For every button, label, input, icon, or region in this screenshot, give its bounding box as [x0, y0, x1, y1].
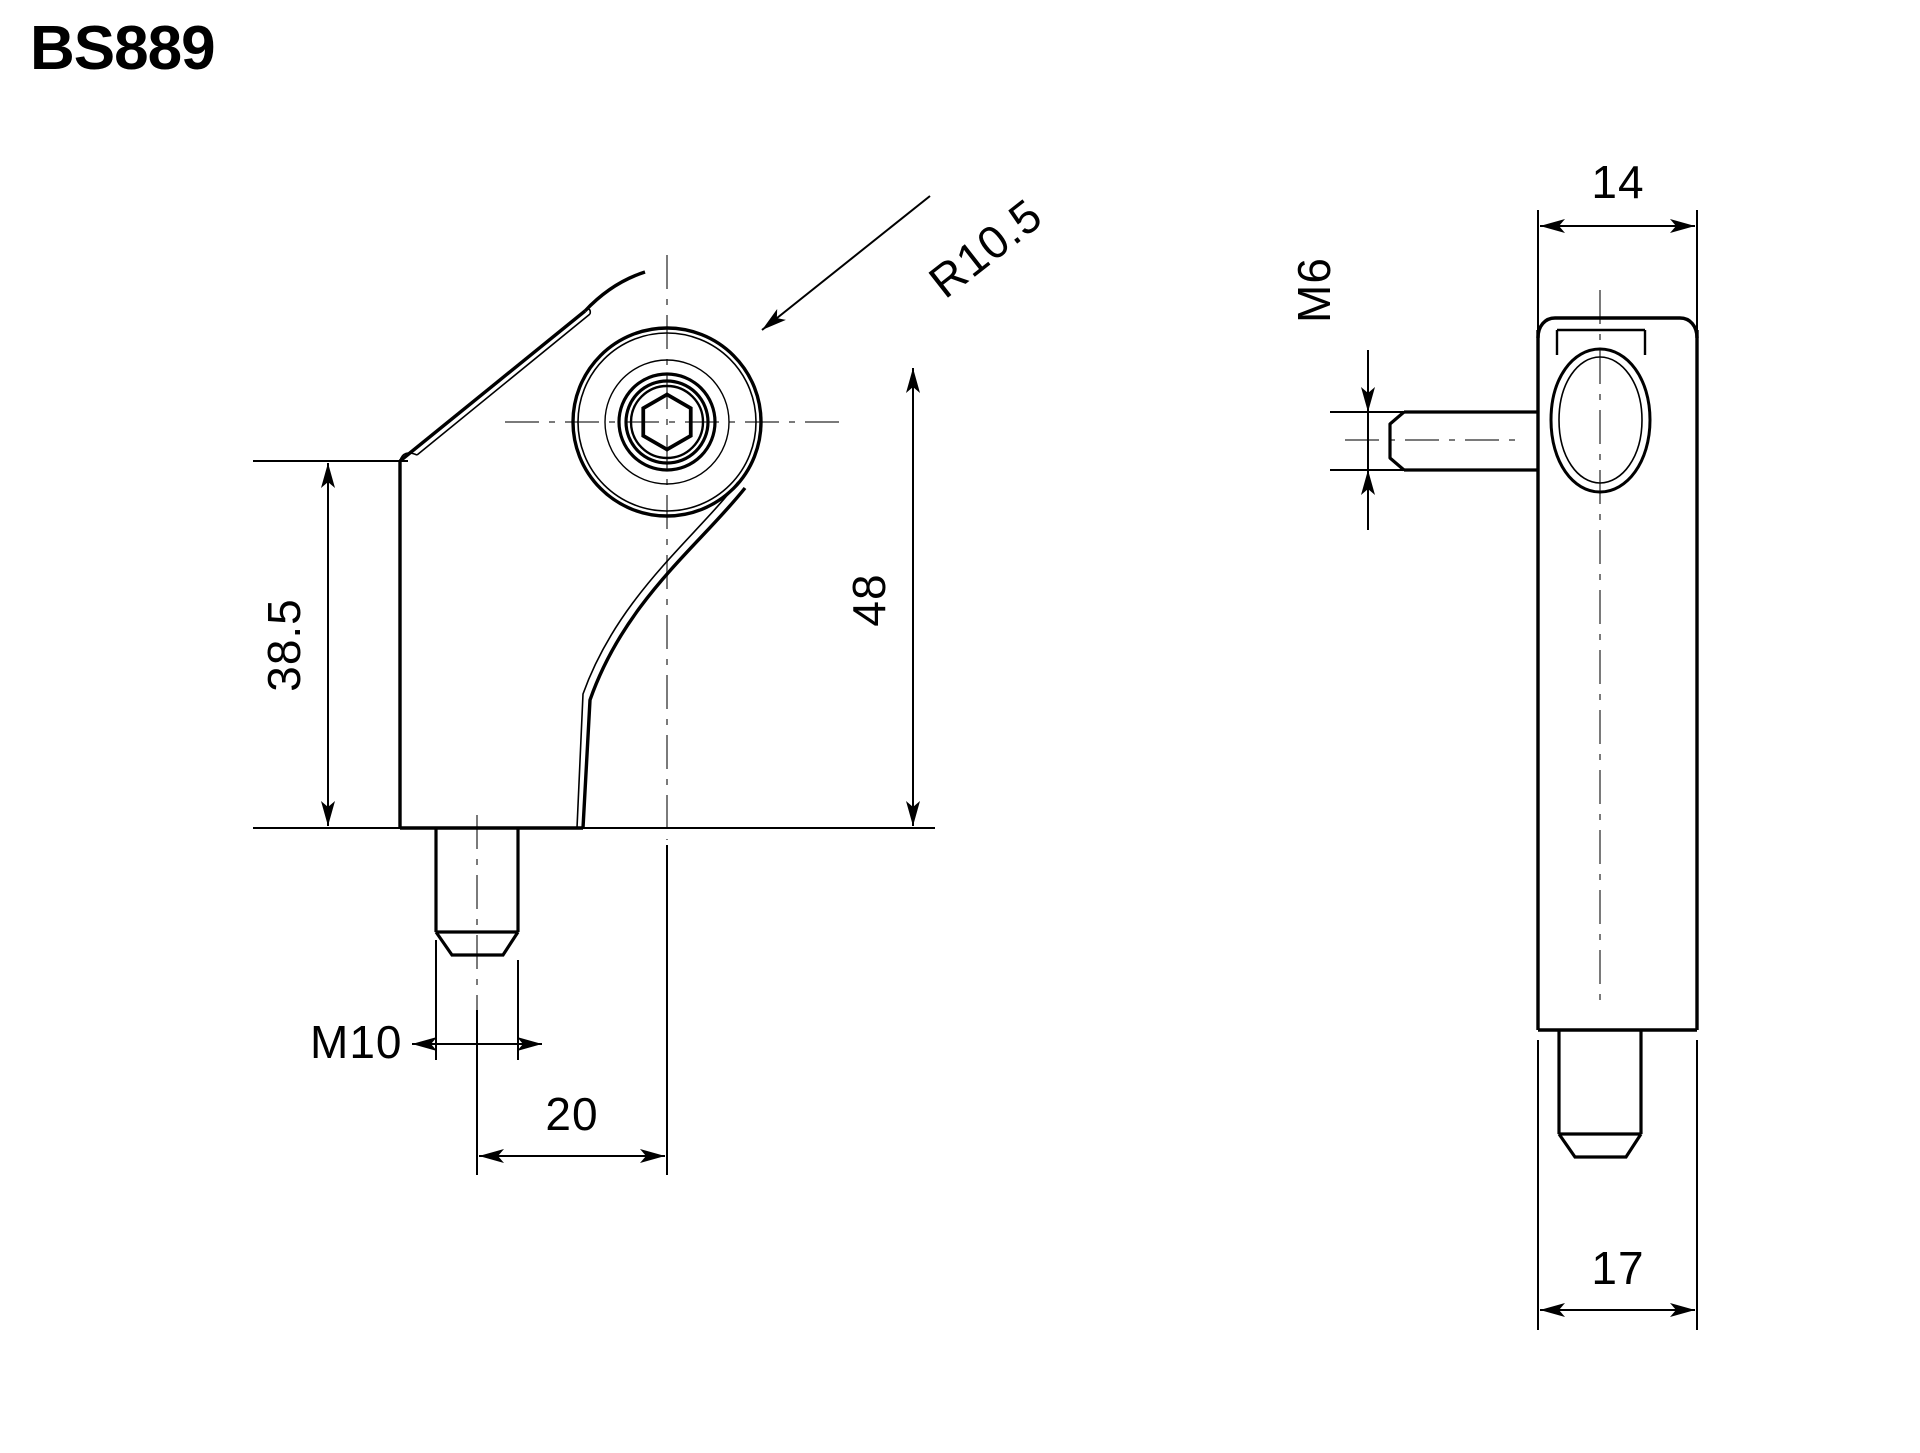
front-view-group: 14 M6 17 [1288, 156, 1699, 1330]
body-angled-face [398, 309, 587, 463]
side-view-group: R10.5 38.5 48 M10 [253, 188, 1052, 1175]
front-body-top-right-fillet [1679, 316, 1699, 339]
r105-leader [761, 195, 931, 331]
m10-stud [434, 828, 520, 957]
dimension-48: 48 [583, 368, 935, 829]
dimension-label-17: 17 [1591, 1242, 1644, 1294]
chamfer-inner-line [416, 313, 591, 456]
m6-boss-tip [1388, 410, 1406, 472]
dimension-label-38-5: 38.5 [258, 598, 310, 692]
hex-socket [641, 392, 693, 452]
boss-circles [571, 326, 763, 518]
front-m10-stud [1557, 1030, 1643, 1159]
front-stud-tip [1557, 1133, 1643, 1159]
page-title: BS889 [30, 14, 216, 83]
front-view-centerlines [1345, 290, 1601, 1010]
chamfer-inner-cap-top [584, 308, 592, 315]
dimension-label-m6: M6 [1288, 257, 1340, 323]
front-body-top-left-fillet [1536, 316, 1556, 339]
right-sweep-inner-line [576, 481, 739, 829]
boss-upper-tangent [583, 270, 646, 313]
dimension-20: 20 [476, 845, 668, 1175]
side-view-inner-edges [399, 308, 739, 829]
boss-washer-circle [617, 372, 717, 472]
front-view-seam-lines [1555, 328, 1647, 355]
body-right-sweep [581, 486, 747, 829]
chamfer-inner-cap [399, 452, 418, 462]
front-view-boss-outline [1549, 347, 1652, 494]
boss-rounded-rect [1549, 347, 1652, 494]
dimension-label-r105: R10.5 [919, 188, 1052, 308]
dimension-17: 17 [1537, 1040, 1698, 1330]
dimension-label-m10: M10 [310, 1016, 402, 1068]
front-view-body [1536, 316, 1699, 1032]
boss-outer-circle [571, 326, 763, 518]
r105-leader-line [761, 195, 931, 331]
dimension-38-5: 38.5 [253, 460, 408, 829]
boss-outer-circle-inner [577, 332, 757, 512]
boss-screw-head-inner-circle [629, 384, 705, 460]
stud-tip [434, 931, 520, 957]
dimension-14: 14 [1537, 156, 1698, 330]
boss-rounded-rect-inner [1558, 356, 1643, 484]
dimension-label-14: 14 [1591, 156, 1644, 208]
side-view-body-outline [398, 270, 747, 830]
dimension-m6: M6 [1288, 257, 1410, 530]
m6-side-boss [1388, 410, 1538, 472]
front-view-boss-inner [1558, 356, 1643, 484]
boss-thread-circle [604, 359, 730, 485]
dimension-m10: M10 [310, 940, 542, 1068]
side-view-centerlines [476, 255, 840, 1010]
dimension-label-20: 20 [545, 1088, 598, 1140]
dimension-label-48: 48 [843, 573, 895, 626]
boss-screw-head-circle [624, 379, 710, 465]
